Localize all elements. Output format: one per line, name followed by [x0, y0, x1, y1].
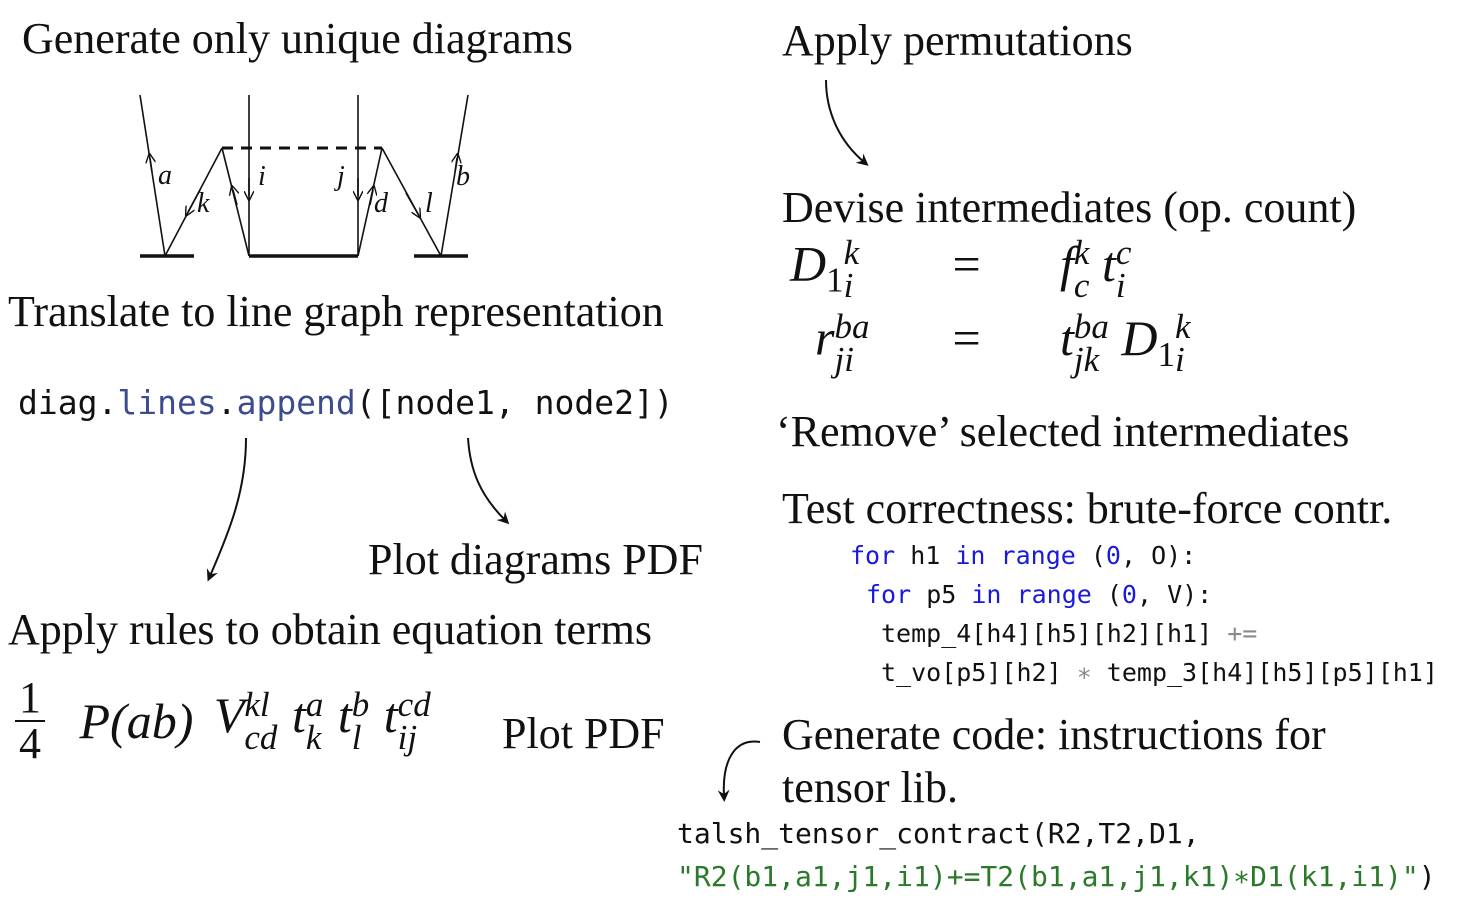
- brute-force-line-2: for p5 in range (0, V):: [866, 580, 1213, 609]
- heading-generate-unique-diagrams: Generate only unique diagrams: [22, 14, 574, 63]
- code-args: ([node1, node2]): [355, 383, 674, 422]
- heading-remove-intermediates: ‘Remove’ selected intermediates: [776, 407, 1350, 456]
- fraction-denominator: 4: [19, 719, 41, 768]
- diagram-label-i: i: [258, 161, 266, 192]
- brute-force-line-1: for h1 in range (0, O):: [850, 541, 1197, 570]
- diagram-label-k: k: [197, 188, 210, 219]
- diagram-label-a: a: [158, 160, 172, 191]
- line-b: [440, 94, 469, 257]
- heading-plot-pdf: Plot PDF: [502, 709, 665, 758]
- diagram-label-l: l: [425, 188, 433, 219]
- equals-sign-2: =: [952, 309, 981, 366]
- arrow-to-generated-code: [717, 740, 761, 802]
- fraction-numerator: 1: [15, 676, 45, 722]
- generated-code-line-2: "R2(b1,a1,j1,i1)+=T2(b1,a1,j1,k1)∗D1(k1,…: [677, 860, 1436, 893]
- code-method-append: append: [236, 383, 356, 422]
- diagram-label-d: d: [374, 188, 388, 219]
- generated-code-line-1: talsh_tensor_contract(R2,T2,D1,: [677, 817, 1200, 850]
- diagram-label-j: j: [337, 161, 345, 192]
- brute-force-line-3: temp_4[h4][h5][h2][h1] +=: [881, 619, 1258, 648]
- code-line-graph-append: diag.lines.append([node1, node2]): [18, 386, 674, 419]
- heading-translate-line-graph: Translate to line graph representation: [8, 287, 664, 336]
- equals-sign-1: =: [952, 235, 981, 292]
- heading-plot-diagrams-pdf: Plot diagrams PDF: [368, 535, 703, 584]
- line-a: [139, 94, 166, 257]
- permutation-operator: P(ab): [79, 693, 194, 749]
- diagram-label-b: b: [456, 161, 470, 192]
- heading-generate-code-line-1: Generate code: instructions for: [782, 710, 1326, 759]
- heading-apply-permutations: Apply permutations: [782, 16, 1133, 65]
- code-attr-lines: lines: [117, 383, 217, 422]
- heading-test-correctness: Test correctness: brute-force contr.: [782, 484, 1393, 533]
- arrow-to-apply-rules: [206, 437, 247, 582]
- code-dot-2: .: [216, 383, 237, 422]
- arrow-to-plot-diagrams: [467, 437, 510, 525]
- code-obj: diag: [18, 383, 98, 422]
- heading-apply-rules: Apply rules to obtain equation terms: [8, 605, 652, 654]
- arrow-to-devise-intermediates: [825, 79, 869, 166]
- fraction-one-quarter: 1 4: [15, 676, 45, 766]
- code-dot-1: .: [97, 383, 118, 422]
- brute-force-line-4: t_vo[p5][h2] ∗ temp_3[h4][h5][p5][h1]: [881, 658, 1438, 687]
- heading-generate-code-line-2: tensor lib.: [782, 763, 958, 812]
- heading-devise-intermediates: Devise intermediates (op. count): [782, 183, 1357, 232]
